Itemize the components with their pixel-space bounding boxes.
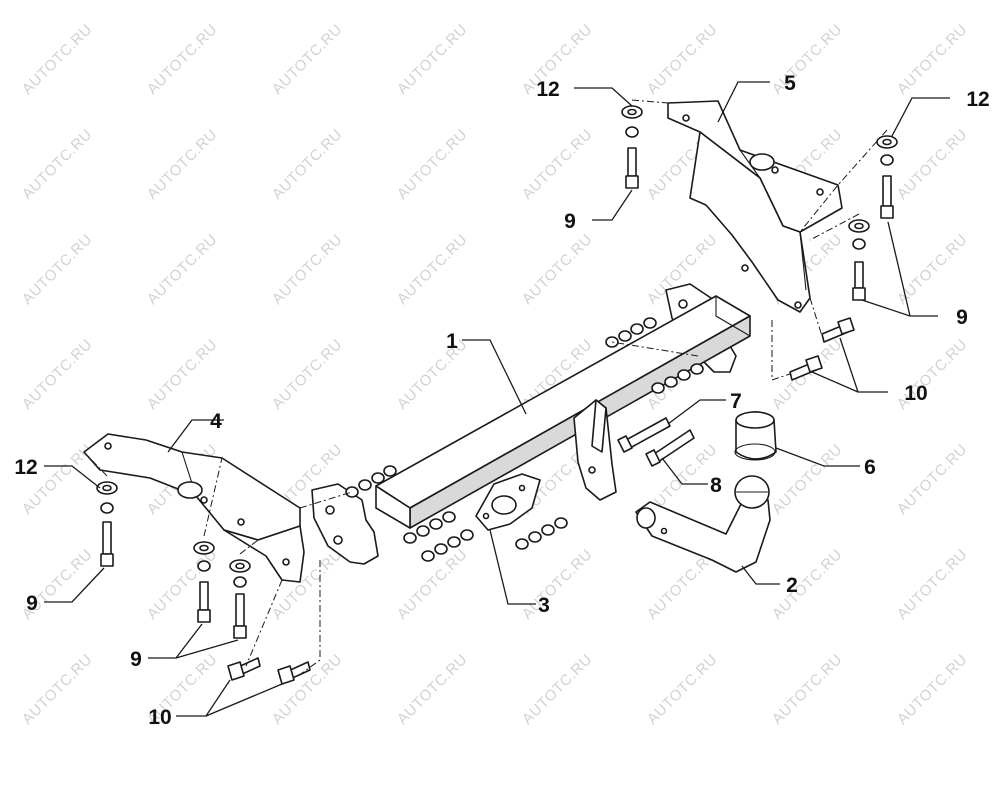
watermark-text: AUTOTC.RU (519, 651, 596, 728)
part-8-bolt (645, 429, 695, 467)
watermark-text: AUTOTC.RU (394, 651, 471, 728)
watermark-text: AUTOTC.RU (769, 546, 846, 623)
watermark-text: AUTOTC.RU (644, 21, 721, 98)
part-7-bolt (617, 417, 671, 453)
part-9-bolt-lower-b (233, 593, 247, 639)
watermark-text: AUTOTC.RU (144, 126, 221, 203)
watermark-text: AUTOTC.RU (144, 336, 221, 413)
part-1-crossbar (311, 283, 751, 565)
watermark-text: AUTOTC.RU (894, 441, 971, 518)
part-12-washer-top-right (876, 135, 898, 166)
watermark-text: AUTOTC.RU (894, 651, 971, 728)
watermark-text: AUTOTC.RU (269, 231, 346, 308)
part-3-socket-plate (475, 473, 541, 531)
part-10-bolt-left-b (277, 661, 311, 685)
watermark-text: AUTOTC.RU (19, 231, 96, 308)
watermark-text: AUTOTC.RU (394, 336, 471, 413)
watermark-text: AUTOTC.RU (144, 21, 221, 98)
watermark-text: AUTOTC.RU (519, 231, 596, 308)
callout-5: 5 (784, 72, 796, 95)
watermark-text: AUTOTC.RU (19, 21, 96, 98)
part-2-tow-ball (635, 475, 771, 573)
part-4-left-bracket (83, 433, 305, 583)
watermark-text: AUTOTC.RU (394, 126, 471, 203)
nut-washer-row-right (605, 317, 704, 394)
callout-7: 7 (730, 390, 742, 413)
callout-10-right: 10 (904, 382, 927, 405)
callout-labels: 1 2 3 4 5 6 7 8 9 9 9 9 10 10 12 12 12 (14, 72, 989, 729)
part-5-right-bracket (667, 100, 843, 313)
callout-3: 3 (538, 594, 550, 617)
watermark-text: AUTOTC.RU (644, 651, 721, 728)
callout-12-left: 12 (14, 456, 37, 479)
part-12-washer-mid-right (848, 219, 870, 250)
callout-2: 2 (786, 574, 798, 597)
watermark-text: AUTOTC.RU (269, 21, 346, 98)
callout-12-top-left: 12 (536, 78, 559, 101)
part-9-bolt-left (100, 521, 114, 567)
watermark-text: AUTOTC.RU (269, 336, 346, 413)
watermark-text: AUTOTC.RU (519, 126, 596, 203)
part-12-washer-top-left (621, 105, 643, 138)
watermark-layer: AUTOTC.RU AUTOTC.RU AUTOTC.RU AUTOTC.RU AUTO… (19, 21, 971, 728)
part-6-ball-cap (734, 411, 777, 461)
watermark-text: AUTOTC.RU (19, 126, 96, 203)
part-9-bolt-mid-right (852, 261, 866, 301)
part-10-bolt-right-b (789, 355, 823, 381)
watermark-text: AUTOTC.RU (519, 546, 596, 623)
watermark-text: AUTOTC.RU (894, 21, 971, 98)
callout-12-top-right: 12 (966, 88, 989, 111)
part-12-washer-lower-a (193, 541, 215, 572)
callout-8: 8 (710, 474, 722, 497)
assembly-lines (83, 99, 888, 677)
part-10-bolt-right-a (821, 317, 855, 343)
watermark-text: AUTOTC.RU (769, 651, 846, 728)
callout-1: 1 (446, 330, 458, 353)
callout-9-left: 9 (26, 592, 38, 615)
callout-9-lower: 9 (130, 648, 142, 671)
watermark-text: AUTOTC.RU (269, 126, 346, 203)
nut-washer-row-left (345, 465, 568, 562)
leader-lines (44, 81, 950, 717)
part-12-washer-left (96, 481, 118, 514)
part-9-bolt-lower-a (197, 581, 211, 623)
part-12-washer-lower-b (229, 559, 251, 588)
watermark-text: AUTOTC.RU (394, 21, 471, 98)
watermark-text: AUTOTC.RU (144, 231, 221, 308)
watermark-text: AUTOTC.RU (19, 336, 96, 413)
watermark-text: AUTOTC.RU (394, 231, 471, 308)
watermark-text: AUTOTC.RU (769, 441, 846, 518)
watermark-text: AUTOTC.RU (894, 126, 971, 203)
watermark-text: AUTOTC.RU (769, 21, 846, 98)
callout-6: 6 (864, 456, 876, 479)
callout-9-top: 9 (564, 210, 576, 233)
callout-9-right: 9 (956, 306, 968, 329)
part-10-bolt-left-a (227, 657, 261, 681)
part-9-bolt-top-right (880, 175, 894, 219)
callout-4: 4 (210, 410, 222, 433)
callout-10-left: 10 (148, 706, 171, 729)
watermark-text: AUTOTC.RU (19, 651, 96, 728)
part-9-bolt-top-left (625, 147, 639, 189)
watermark-text: AUTOTC.RU (894, 546, 971, 623)
